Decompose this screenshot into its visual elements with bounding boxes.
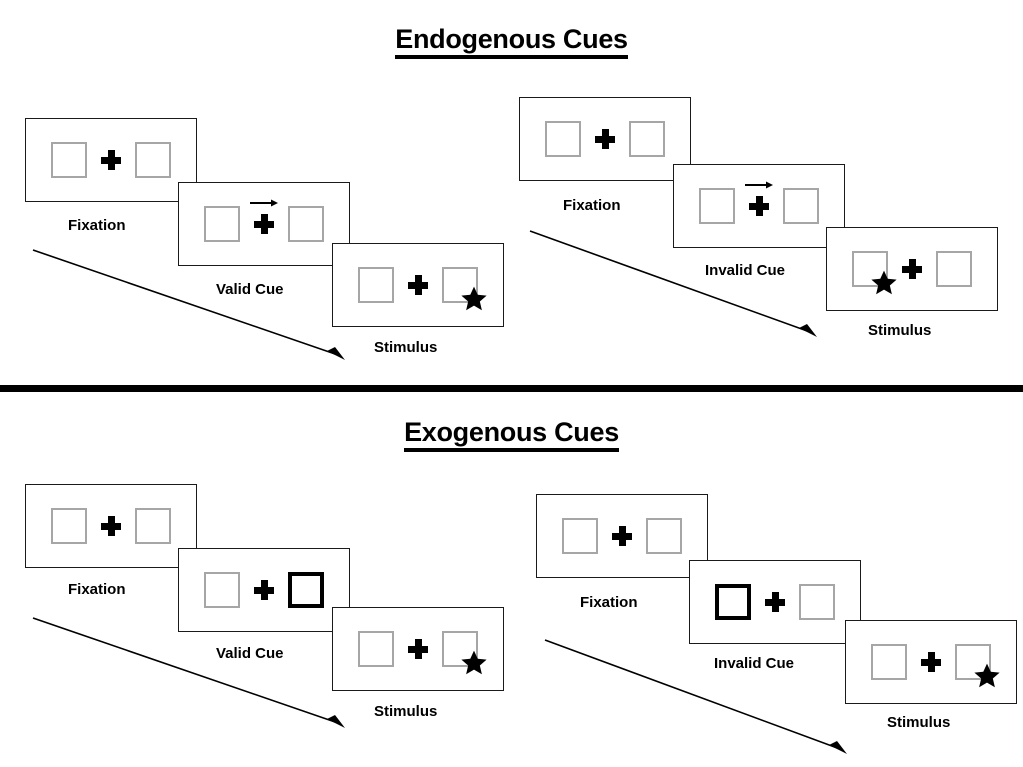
placeholder-box-right — [646, 518, 682, 554]
placeholder-box-left — [358, 267, 394, 303]
frame-endogenous-invalid-stimulus — [826, 227, 998, 311]
time-arrow-icon-exogenous-invalid — [544, 639, 850, 758]
stage-label-exogenous-valid-stimulus: Stimulus — [374, 703, 438, 720]
frame-endogenous-invalid-cue — [673, 164, 845, 248]
placeholder-box-left — [699, 188, 735, 224]
arrow-right-icon — [745, 180, 773, 190]
plus-icon — [595, 129, 615, 149]
stage-label-endogenous-invalid-cue: Invalid Cue — [705, 262, 786, 279]
frame-endogenous-invalid-fixation — [519, 97, 691, 181]
placeholder-box-right-target — [442, 631, 487, 675]
time-arrow-icon-exogenous-valid — [32, 617, 348, 731]
placeholder-box-left — [545, 121, 581, 157]
stage-label-endogenous-valid-cue: Valid Cue — [216, 281, 284, 298]
placeholder-box-right — [135, 142, 171, 178]
plus-icon — [612, 526, 632, 546]
placeholder-box-left — [871, 644, 907, 680]
placeholder-box-right — [135, 508, 171, 544]
placeholder-box-left — [204, 572, 240, 608]
stage-label-exogenous-invalid-fixation: Fixation — [580, 594, 638, 611]
placeholder-box-right — [936, 251, 972, 287]
placeholder-box-left — [358, 631, 394, 667]
frame-exogenous-invalid-cue — [689, 560, 861, 644]
plus-icon — [765, 592, 785, 612]
plus-icon — [250, 199, 278, 234]
arrow-right-icon — [250, 198, 278, 208]
time-arrow-icon-endogenous-valid — [32, 249, 348, 363]
section-title-exogenous-text: Exogenous Cues — [404, 417, 619, 452]
stage-label-exogenous-valid-cue: Valid Cue — [216, 645, 284, 662]
frame-endogenous-valid-fixation — [25, 118, 197, 202]
placeholder-box-left-target — [852, 251, 897, 295]
frame-exogenous-valid-fixation — [25, 484, 197, 568]
section-title-endogenous: Endogenous Cues — [0, 24, 1023, 59]
placeholder-box-right — [783, 188, 819, 224]
time-arrow-icon-endogenous-invalid — [529, 230, 820, 341]
stage-label-exogenous-valid-fixation: Fixation — [68, 581, 126, 598]
stage-label-exogenous-invalid-stimulus: Stimulus — [887, 714, 951, 731]
plus-icon — [408, 275, 428, 295]
section-title-exogenous: Exogenous Cues — [0, 417, 1023, 452]
stage-label-endogenous-valid-fixation: Fixation — [68, 217, 126, 234]
frame-exogenous-invalid-stimulus — [845, 620, 1017, 704]
frame-exogenous-valid-stimulus — [332, 607, 504, 691]
placeholder-box-right — [288, 206, 324, 242]
placeholder-box-right-target — [442, 267, 487, 311]
plus-icon — [902, 259, 922, 279]
section-title-endogenous-text: Endogenous Cues — [395, 24, 628, 59]
stage-label-endogenous-valid-stimulus: Stimulus — [374, 339, 438, 356]
placeholder-box-left — [204, 206, 240, 242]
placeholder-box-right — [629, 121, 665, 157]
frame-exogenous-invalid-fixation — [536, 494, 708, 578]
plus-icon — [101, 516, 121, 536]
plus-icon — [921, 652, 941, 672]
plus-icon — [254, 580, 274, 600]
frame-endogenous-valid-stimulus — [332, 243, 504, 327]
section-divider — [0, 385, 1023, 392]
frame-endogenous-valid-cue — [178, 182, 350, 266]
plus-icon — [745, 181, 773, 216]
stage-label-endogenous-invalid-stimulus: Stimulus — [868, 322, 932, 339]
stage-label-exogenous-invalid-cue: Invalid Cue — [714, 655, 795, 672]
cued-box-right — [288, 572, 324, 608]
plus-icon — [101, 150, 121, 170]
placeholder-box-left — [51, 142, 87, 178]
cued-box-left — [715, 584, 751, 620]
placeholder-box-right — [799, 584, 835, 620]
frame-exogenous-valid-cue — [178, 548, 350, 632]
placeholder-box-right-target — [955, 644, 1000, 688]
plus-icon — [408, 639, 428, 659]
placeholder-box-left — [562, 518, 598, 554]
placeholder-box-left — [51, 508, 87, 544]
stage-label-endogenous-invalid-fixation: Fixation — [563, 197, 621, 214]
